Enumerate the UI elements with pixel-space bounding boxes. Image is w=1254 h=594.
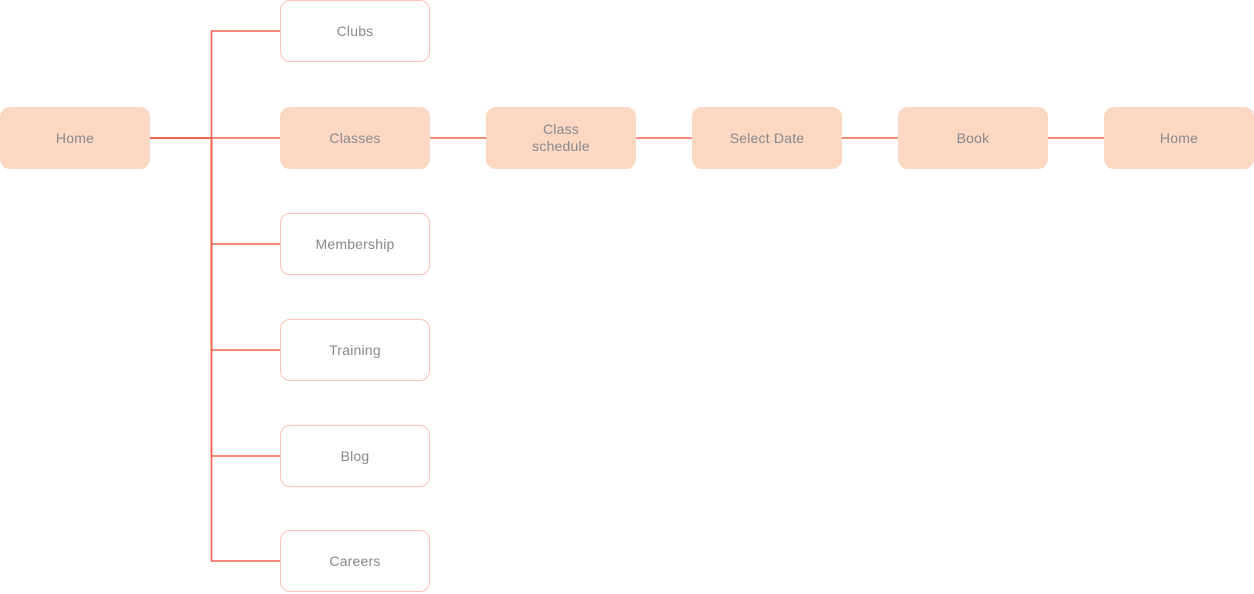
flow-node-label-careers: Careers <box>329 552 381 569</box>
flow-node-membership[interactable]: Membership <box>280 213 430 275</box>
flow-node-book[interactable]: Book <box>898 107 1048 169</box>
flow-node-label-classes: Classes <box>329 129 381 146</box>
flow-node-label-membership: Membership <box>315 235 395 252</box>
flow-node-blog[interactable]: Blog <box>280 425 430 487</box>
connector-home-to-membership <box>150 137 280 245</box>
flow-node-classes[interactable]: Classes <box>280 107 430 169</box>
flow-node-label-blog: Blog <box>340 447 370 464</box>
flow-node-label-book: Book <box>956 129 990 146</box>
flow-node-training[interactable]: Training <box>280 319 430 381</box>
flow-node-label-select-date: Select Date <box>729 129 805 146</box>
flow-node-label-class-schedule: Class schedule <box>532 121 590 154</box>
connector-home-to-clubs <box>150 30 280 139</box>
connector-home-to-blog <box>150 137 280 457</box>
flow-node-careers[interactable]: Careers <box>280 530 430 592</box>
flow-node-label-clubs: Clubs <box>336 22 374 39</box>
flow-node-label-home-end: Home <box>1159 129 1199 146</box>
flow-node-home-end[interactable]: Home <box>1104 107 1254 169</box>
flow-node-label-home: Home <box>55 129 95 146</box>
flow-node-home[interactable]: Home <box>0 107 150 169</box>
flow-node-select-date[interactable]: Select Date <box>692 107 842 169</box>
flow-node-label-training: Training <box>329 341 381 358</box>
flow-node-class-schedule[interactable]: Class schedule <box>486 107 636 169</box>
flow-node-clubs[interactable]: Clubs <box>280 0 430 62</box>
connector-home-to-careers <box>150 137 280 562</box>
